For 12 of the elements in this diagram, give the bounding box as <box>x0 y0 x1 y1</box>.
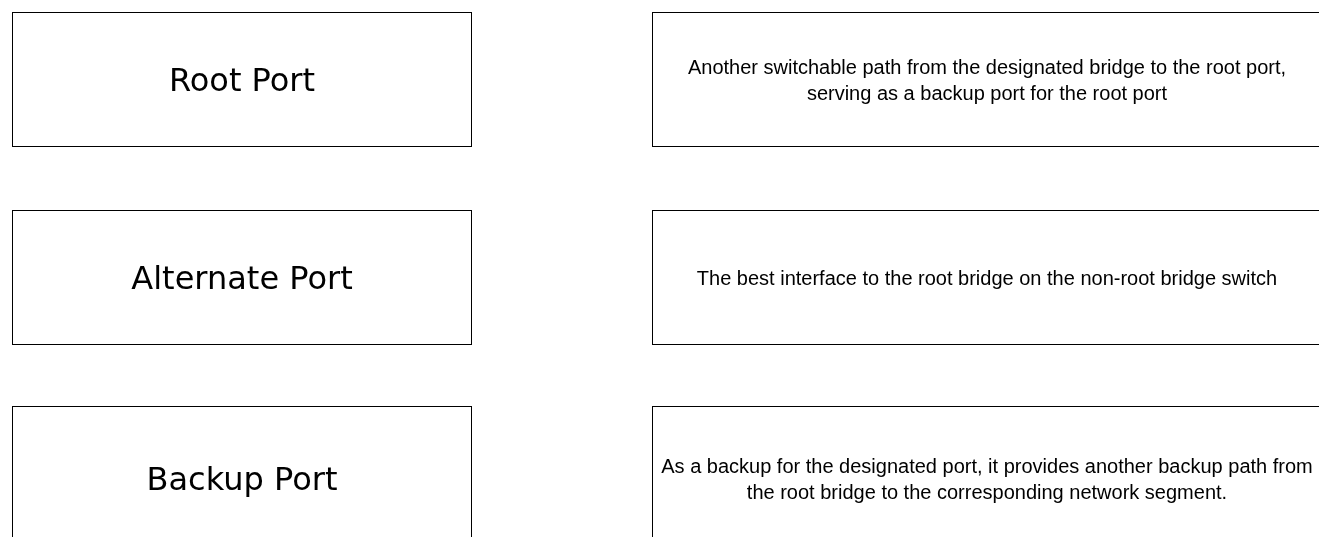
port-name-box <box>12 12 472 147</box>
port-name: Root Port <box>168 60 316 99</box>
port-description: The best interface to the root bridge on the non-root bridge switch <box>696 265 1278 291</box>
port-description: Another switchable path from the designated bridge to the root port, serving as a backup port for the root port <box>686 54 1288 106</box>
description-box <box>652 210 1319 345</box>
description-box <box>652 12 1319 147</box>
port-name: Backup Port <box>146 459 338 498</box>
description-box <box>652 406 1319 537</box>
port-name: Alternate Port <box>131 258 353 297</box>
port-name-box <box>12 210 472 345</box>
port-name-box <box>12 406 472 537</box>
port-description: As a backup for the designated port, it provides another backup path from the root bridge to the corresponding network segment. <box>661 453 1313 505</box>
